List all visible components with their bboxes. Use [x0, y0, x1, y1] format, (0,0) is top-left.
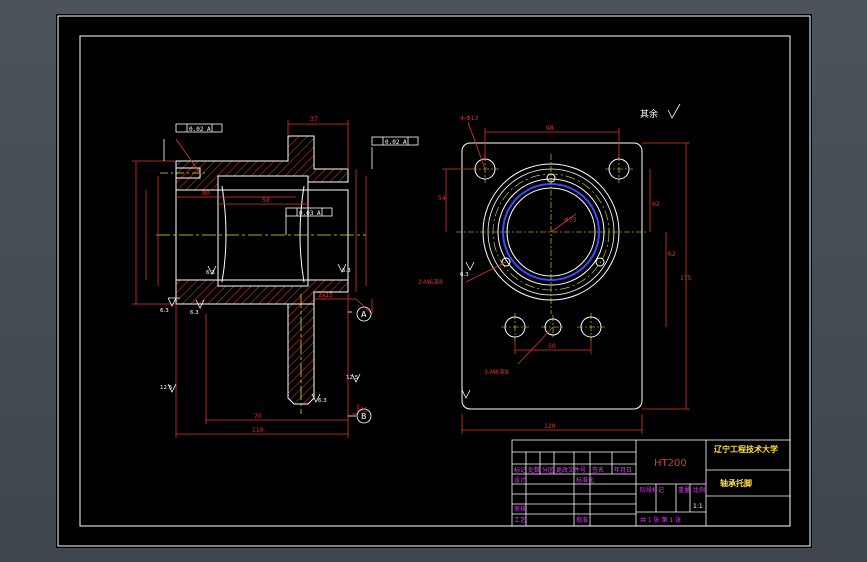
roughness-a: 6.3	[160, 308, 169, 314]
roughness-f: 6.3	[206, 270, 215, 276]
rev-header-0: 标记	[514, 466, 526, 474]
dim-62: 62	[668, 251, 676, 258]
dim-98: 98	[546, 125, 554, 132]
rev-header-3: 更改文件号	[556, 466, 586, 474]
dim-2-m6: 2-M6深8	[418, 278, 443, 286]
datum-b-label: B	[361, 412, 367, 421]
thread-hole-left	[501, 257, 511, 267]
base-plate	[461, 142, 643, 410]
groove-arc	[221, 185, 227, 283]
material-label: HT200	[654, 458, 687, 469]
rev-header-4: 签名	[592, 466, 604, 474]
roughness-note-symbol	[667, 103, 681, 119]
rev-header-1: 处数	[528, 466, 540, 474]
weight-label: 重量	[678, 486, 690, 494]
tolerance-frame-1: 0.02 A	[189, 126, 211, 133]
rev-header-5: 年月日	[614, 466, 632, 474]
section-hatch-upper	[175, 135, 349, 191]
design-label: 设计	[514, 476, 526, 484]
groove-arc-right	[299, 185, 305, 283]
dim-92: 92	[652, 201, 660, 208]
outer-border	[57, 15, 811, 547]
inner-frame	[79, 35, 791, 527]
roughness-d: 12.5	[346, 375, 359, 381]
rev-header-2: 分区	[542, 466, 554, 474]
datum-a-label: A	[361, 310, 367, 319]
roughness-c: 12.5	[160, 385, 173, 391]
ratio-label: 比例	[693, 486, 705, 494]
dim-4xd13: 4-Φ13	[460, 115, 479, 122]
roughness-b: 6.3	[190, 310, 199, 316]
dim-37: 37	[310, 116, 318, 123]
dim-110: 110	[252, 427, 264, 434]
school-name: 辽宁工程技术大学	[714, 444, 778, 454]
datum-b-marker	[356, 408, 372, 424]
tolerance-frame-3: 0.03 A	[299, 210, 321, 217]
ratio-value: 1:1	[693, 503, 703, 510]
title-block	[511, 439, 791, 527]
process-label: 工艺	[514, 516, 526, 524]
thread-hole-right	[595, 257, 605, 267]
dim-90: 90	[202, 190, 210, 197]
tolerance-frame-2: 0.02 A	[385, 139, 407, 146]
part-name: 轴承托脚	[720, 478, 752, 488]
dim-120: 120	[544, 423, 556, 430]
dim-2x15: 2x15	[318, 292, 333, 299]
dim-50b: 50	[548, 343, 556, 350]
check-label: 审核	[514, 505, 526, 513]
front-view: 98 4-Φ13 54 92 62 175 120 50 2-M6深8 3-M6…	[418, 103, 692, 434]
dim-70: 70	[254, 413, 262, 420]
dim-r5: R5	[360, 407, 368, 414]
dim-50: 50	[262, 197, 270, 204]
standard-label: 标准化	[576, 476, 594, 484]
roughness-note: 其余	[640, 108, 658, 120]
dim-54: 54	[438, 195, 446, 202]
drawing-sheet[interactable]: 0.02 A 0.02 A 0.03 A 37 90 50 70 110 2x1…	[56, 14, 812, 548]
datum-a-marker	[356, 306, 372, 322]
section-view: 0.02 A 0.02 A 0.03 A 37 90 50 70 110 2x1…	[132, 116, 419, 438]
roughness-e: 6.3	[318, 398, 327, 404]
dim-175: 175	[680, 275, 692, 282]
roughness-h: 6.3	[460, 272, 469, 278]
roughness-g: 6.3	[342, 268, 351, 274]
stage-label: 阶段标记	[640, 486, 664, 494]
sheet-count: 共 1 张 第 1 张	[640, 516, 681, 524]
approve-label: 批准	[576, 516, 588, 524]
dim-phi73: Φ73	[564, 217, 577, 224]
dim-3-m6: 3-M6深8	[484, 368, 509, 376]
technical-drawing: 0.02 A 0.02 A 0.03 A 37 90 50 70 110 2x1…	[57, 15, 811, 547]
